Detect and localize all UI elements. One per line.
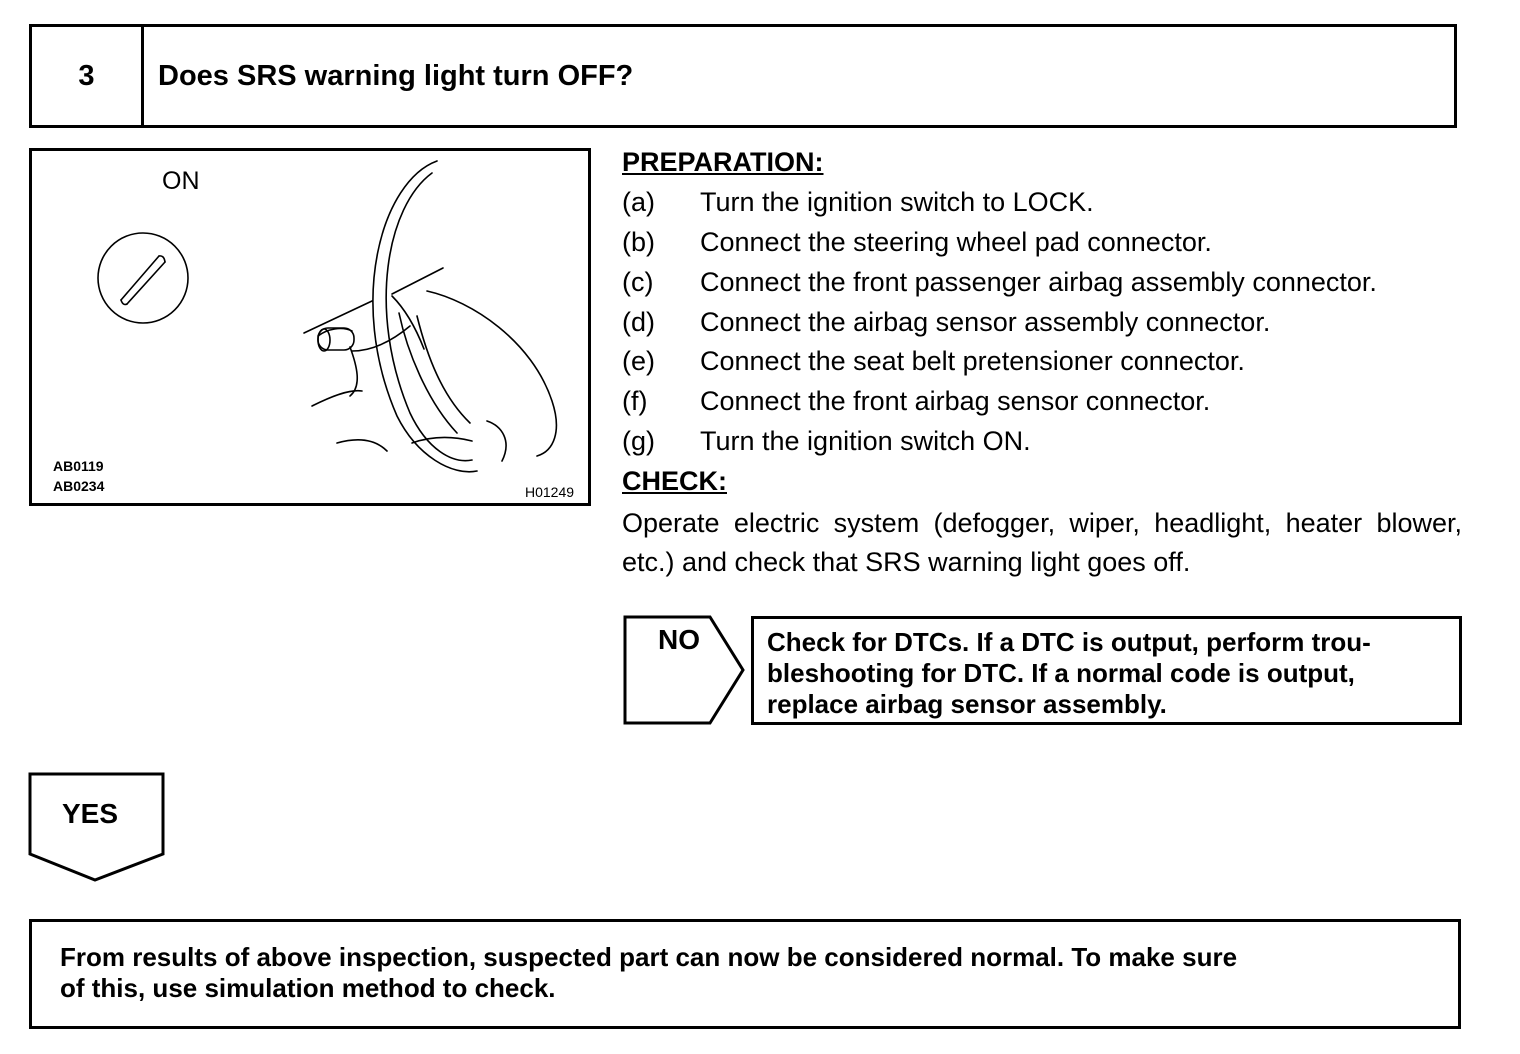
step-letter: (b) xyxy=(622,227,655,257)
no-result-line: replace airbag sensor assembly. xyxy=(767,689,1167,719)
step-letter: (e) xyxy=(622,346,655,376)
conclusion-box: From results of above inspection, suspec… xyxy=(29,919,1461,1029)
no-result-line: Check for DTCs. If a DTC is output, perf… xyxy=(767,627,1371,657)
no-result-line: bleshooting for DTC. If a normal code is… xyxy=(767,658,1355,688)
step-number: 3 xyxy=(32,27,144,125)
step-letter: (g) xyxy=(622,426,655,456)
illustration-drawing: ON AB0119 AB0234 H01249 xyxy=(53,160,574,500)
ref-code-2: AB0234 xyxy=(53,478,105,494)
step-letter: (a) xyxy=(622,187,655,217)
step-text: Connect the front airbag sensor connecto… xyxy=(700,386,1211,416)
step-letter: (c) xyxy=(622,267,654,297)
steering-column-icon xyxy=(311,325,411,452)
figure-code: H01249 xyxy=(525,484,574,500)
conclusion-line: From results of above inspection, suspec… xyxy=(60,942,1238,972)
step-text: Connect the seat belt pretensioner conne… xyxy=(700,346,1245,376)
step-header: 3 Does SRS warning light turn OFF? xyxy=(29,24,1457,128)
ignition-steering-illustration: ON AB0119 AB0234 H01249 xyxy=(29,148,591,506)
step-text: Connect the front passenger airbag assem… xyxy=(700,267,1377,297)
step-text: Connect the steering wheel pad connector… xyxy=(700,227,1212,257)
yes-label: YES xyxy=(62,798,119,829)
step-text: Turn the ignition switch to LOCK. xyxy=(700,187,1094,217)
step-text: Connect the airbag sensor assembly conne… xyxy=(700,307,1271,337)
yes-arrow-icon xyxy=(28,772,165,882)
check-text: Operate electric system (defogger, wiper… xyxy=(622,508,1462,577)
step-letter: (d) xyxy=(622,307,655,337)
switch-position-label: ON xyxy=(162,167,200,195)
steering-wheel-icon xyxy=(372,160,478,473)
ignition-key-cylinder-icon xyxy=(97,232,189,324)
ignition-key-slot-icon xyxy=(120,255,166,306)
ref-code-1: AB0119 xyxy=(53,458,104,474)
no-result-box: Check for DTCs. If a DTC is output, perf… xyxy=(751,616,1462,725)
check-heading: CHECK: xyxy=(622,466,727,496)
no-label: NO xyxy=(658,624,700,655)
step-text: Turn the ignition switch ON. xyxy=(700,426,1031,456)
no-arrow-icon xyxy=(623,615,745,725)
step-question: Does SRS warning light turn OFF? xyxy=(158,59,634,92)
conclusion-line: of this, use simulation method to check. xyxy=(60,973,556,1003)
dashboard-icon xyxy=(303,267,558,462)
step-letter: (f) xyxy=(622,386,648,416)
preparation-heading: PREPARATION: xyxy=(622,147,824,177)
